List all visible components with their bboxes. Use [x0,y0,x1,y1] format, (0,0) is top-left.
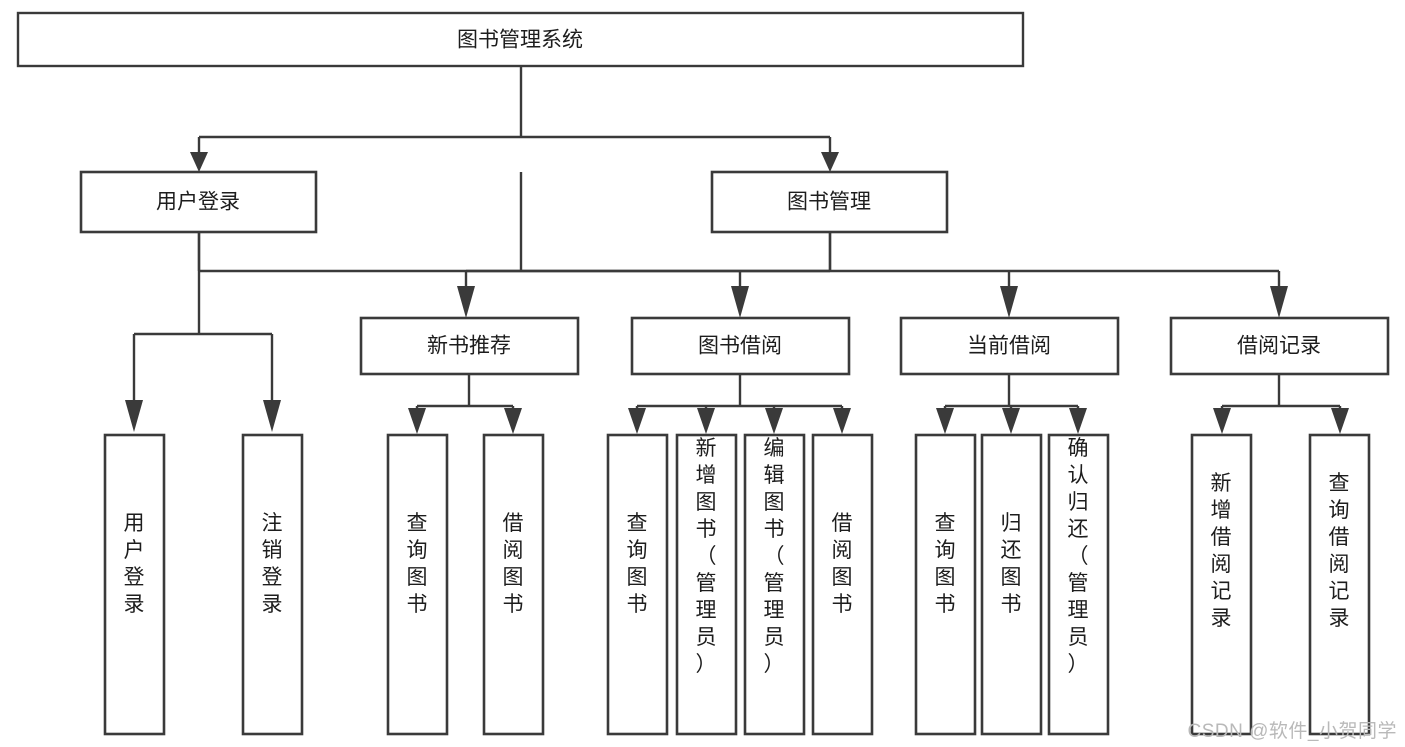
leaf-borrow-record-1-label: 新增借阅记录 [1211,472,1232,630]
leaf-book-borrow-2-label: 新增图书（管理员） [696,437,717,676]
node-borrow-record-label: 借阅记录 [1237,335,1321,358]
arrow-cb-leaf-2 [1002,408,1020,434]
arrow-ul-leaf-1 [125,400,143,432]
arrow-bb-leaf-2 [697,408,715,434]
arrow-to-book-manage [821,152,839,172]
leaf-current-borrow-1-label: 查询图书 [935,512,956,616]
arrow-to-user-login [190,152,208,172]
node-new-book-recommend[interactable]: 新书推荐 [359,316,580,376]
leaf-book-borrow-1-label: 查询图书 [627,512,648,616]
node-user-login-box[interactable] [79,170,318,234]
leaf-book-borrow-2[interactable]: 新增图书（管理员） [675,433,738,736]
leaf-user-login-2-label: 注销登录 [262,512,283,616]
leaf-book-borrow-4-label: 借阅图书 [832,512,853,616]
leaf-borrow-record-1[interactable]: 新增借阅记录 [1190,433,1253,736]
leaf-book-borrow-2-box[interactable] [675,433,738,736]
arrow-to-current [1000,286,1018,318]
leaf-borrow-record-1-box[interactable] [1190,433,1253,736]
arrow-bb-leaf-3 [765,408,783,434]
arrow-cb-leaf-1 [936,408,954,434]
node-user-login-label: 用户登录 [156,191,240,214]
node-current-borrow-label: 当前借阅 [967,335,1051,358]
leaf-new-book-1[interactable]: 查询图书 [386,433,449,736]
edge-mask [0,67,1405,172]
leaf-current-borrow-2-label: 归还图书 [1001,512,1022,616]
leaf-borrow-record-2-box[interactable] [1308,433,1371,736]
csdn-watermark: CSDN @软件_小贺同学 [1187,721,1397,742]
leaf-user-login-1[interactable]: 用户登录 [103,433,166,736]
arrow-nb-leaf-2 [504,408,522,434]
node-book-borrow[interactable]: 图书借阅 [630,316,851,376]
leaf-user-login-1-box[interactable] [103,433,166,736]
leaf-current-borrow-3-label: 确认归还（管理员） [1068,437,1089,676]
arrow-ul-leaf-2 [263,400,281,432]
leaf-book-borrow-3-box[interactable] [743,433,806,736]
node-book-borrow-box[interactable] [630,316,851,376]
node-book-manage[interactable]: 图书管理 [710,170,949,234]
leaf-borrow-record-2-label: 查询借阅记录 [1329,472,1350,630]
leaf-current-borrow-1-box[interactable] [914,433,977,736]
node-new-book-recommend-box[interactable] [359,316,580,376]
leaf-current-borrow-2-box[interactable] [980,433,1043,736]
node-book-borrow-label: 图书借阅 [698,335,782,358]
node-root[interactable]: 图书管理系统 [16,11,1025,68]
leaf-book-borrow-4-box[interactable] [811,433,874,736]
node-root-box[interactable] [16,11,1025,68]
arrow-to-borrow [731,286,749,318]
node-current-borrow-box[interactable] [899,316,1120,376]
arrow-bb-leaf-1 [628,408,646,434]
leaf-user-login-2[interactable]: 注销登录 [241,433,304,736]
leaf-book-borrow-3-label: 编辑图书（管理员） [764,437,785,676]
leaf-book-borrow-1[interactable]: 查询图书 [606,433,669,736]
node-book-manage-label: 图书管理 [787,191,871,214]
leaf-book-borrow-1-box[interactable] [606,433,669,736]
node-borrow-record[interactable]: 借阅记录 [1169,316,1390,376]
leaf-current-borrow-3[interactable]: 确认归还（管理员） [1047,433,1110,736]
leaf-book-borrow-3[interactable]: 编辑图书（管理员） [743,433,806,736]
leaf-new-book-1-label: 查询图书 [407,512,428,616]
edges-book-borrow-leaves [628,374,851,434]
leaf-current-borrow-1[interactable]: 查询图书 [914,433,977,736]
arrow-nb-leaf-1 [408,408,426,434]
leaf-user-login-1-label: 用户登录 [124,512,145,616]
arrow-to-record [1270,286,1288,318]
node-new-book-recommend-label: 新书推荐 [427,335,511,358]
leaf-current-borrow-3-box[interactable] [1047,433,1110,736]
leaf-borrow-record-2[interactable]: 查询借阅记录 [1308,433,1371,736]
leaf-current-borrow-2[interactable]: 归还图书 [980,433,1043,736]
edges-borrow-record-leaves [1213,374,1349,434]
leaf-book-borrow-4[interactable]: 借阅图书 [811,433,874,736]
leaf-user-login-2-box[interactable] [241,433,304,736]
arrow-cb-leaf-3 [1069,408,1087,434]
node-user-login[interactable]: 用户登录 [79,170,318,234]
node-book-manage-box[interactable] [710,170,949,234]
node-root-label: 图书管理系统 [457,29,583,52]
leaf-new-book-2-box[interactable] [482,433,545,736]
node-borrow-record-box[interactable] [1169,316,1390,376]
arrow-to-new-book [457,286,475,318]
node-current-borrow[interactable]: 当前借阅 [899,316,1120,376]
arrow-br-leaf-1 [1213,408,1231,434]
arrow-br-leaf-2 [1331,408,1349,434]
edges-top [190,67,839,172]
edges-user-login-leaves [125,232,281,432]
leaf-new-book-2[interactable]: 借阅图书 [482,433,545,736]
arrow-bb-leaf-4 [833,408,851,434]
edges-new-book-leaves [408,374,522,434]
edges-book-manage-to-level3 [457,232,1288,318]
edges-current-borrow-leaves [936,374,1087,434]
leaf-new-book-2-label: 借阅图书 [503,512,524,616]
leaf-new-book-1-box[interactable] [386,433,449,736]
